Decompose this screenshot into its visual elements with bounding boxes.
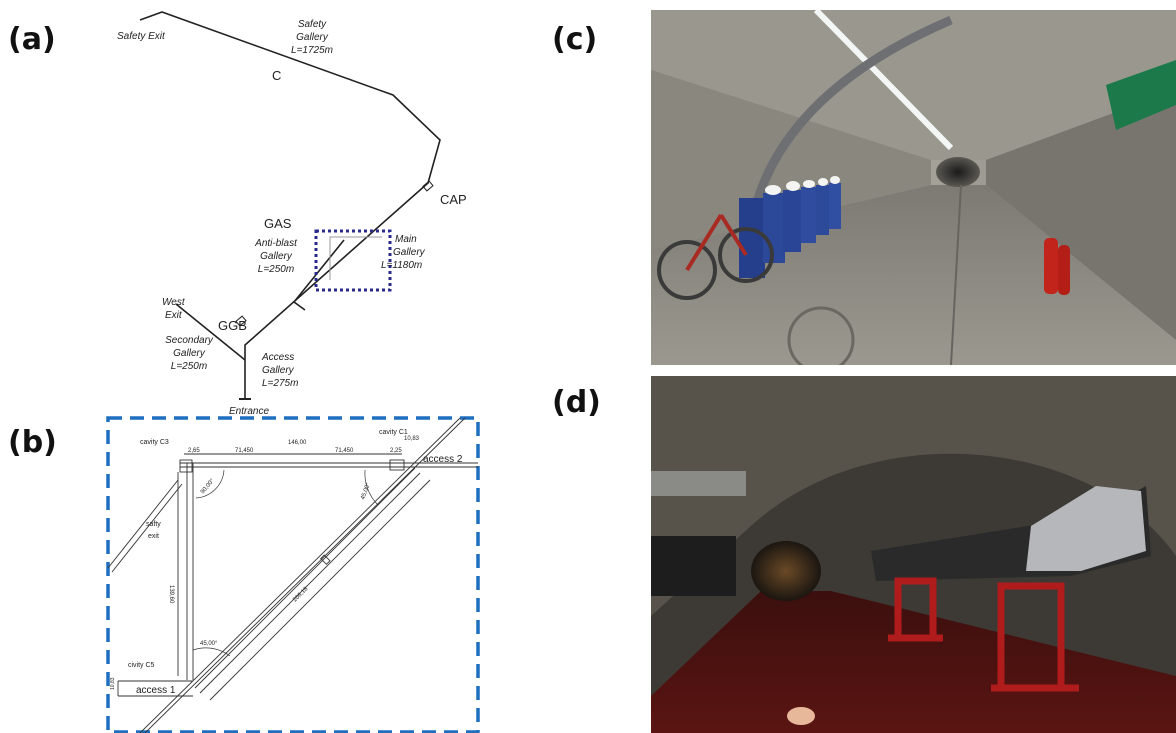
west-exit-label-2: Exit <box>165 310 183 321</box>
dim-vertical: 139,60 <box>168 585 174 604</box>
dim-top-total: 146,00 <box>288 440 307 446</box>
dim-access1: 10,83 <box>110 677 116 690</box>
arc-bottom <box>192 647 231 657</box>
photo-c-manhole <box>787 306 855 365</box>
main-gallery-label-3: L=1180m <box>381 260 422 271</box>
zoom-box-inner <box>329 236 382 280</box>
ggb-marker <box>235 315 247 327</box>
antiblast-label-3: L=250m <box>258 264 294 275</box>
cavity-c1-label: cavity C1 <box>379 429 408 436</box>
cavity-c1-box <box>389 459 405 471</box>
safety-exit-diag-a <box>107 479 179 569</box>
photo-c-vault <box>651 10 1176 160</box>
photo-c-left-wall <box>651 70 931 250</box>
gallery-map: Safety Exit Safety Gallery L=1725m C CAP… <box>117 11 467 417</box>
antiblast-stub <box>293 301 306 311</box>
angle-top-right: 45,00° <box>360 482 372 501</box>
safety-exit-label: Safety Exit <box>117 31 166 42</box>
secondary-gallery-line <box>175 303 246 361</box>
tunnel-photo-d <box>651 376 1176 733</box>
angle-bottom: 45,00° <box>200 641 218 647</box>
safty-exit-label-1: safty <box>146 521 161 528</box>
safety-gallery-label-3: L=1725m <box>291 45 333 56</box>
diag-tunnel-b <box>199 472 421 694</box>
access-gallery-label-3: L=275m <box>262 378 298 389</box>
photo-c-helmets <box>765 176 840 195</box>
photo-d-foil-wrap <box>1026 486 1146 571</box>
mid-marker <box>320 554 331 565</box>
photo-c-exit-sign <box>1106 60 1176 130</box>
photo-c-light-strip <box>813 10 954 151</box>
safty-exit-label-2: exit <box>148 533 159 540</box>
access-2-label: access 2 <box>423 454 463 465</box>
photo-c-walkway <box>950 184 962 365</box>
photo-c-tunnel-end <box>936 157 980 187</box>
photo-d-floor <box>651 591 1176 733</box>
secondary-gallery-label-1: Secondary <box>165 335 214 346</box>
secondary-gallery-label-3: L=250m <box>171 361 207 372</box>
dim-top-right: 71,450 <box>335 448 354 454</box>
main-gallery-label-2: Gallery <box>393 247 426 258</box>
photo-d-vault <box>651 376 1176 616</box>
cavity-c3-label: cavity C3 <box>140 439 169 446</box>
antiblast-label-2: Gallery <box>260 251 293 262</box>
ggb-label: GGB <box>218 318 247 333</box>
gas-label: GAS <box>264 216 292 231</box>
access-gallery-label-2: Gallery <box>262 365 295 376</box>
safety-gallery-line <box>139 11 441 398</box>
panel-label-b: (b) <box>8 425 57 460</box>
safety-exit-diag-b <box>111 483 183 573</box>
photo-d-cable-trays <box>651 471 746 596</box>
dim-right-small: 2,25 <box>390 448 402 454</box>
c-label: C <box>272 68 281 83</box>
gallery-lines <box>139 11 441 398</box>
entrance-label: Entrance <box>229 406 269 417</box>
photo-c-bicycle <box>657 213 774 300</box>
dim-line-diagonal <box>209 479 431 701</box>
photo-d-hand <box>787 707 815 725</box>
plan-tunnels <box>107 417 478 733</box>
zoom-box <box>314 229 392 292</box>
antiblast-gallery-line <box>293 239 345 303</box>
cap-label: CAP <box>440 192 467 207</box>
dim-c1: 10,83 <box>404 436 420 442</box>
diag-tunnel-a <box>194 467 416 689</box>
outer-diag-a <box>139 417 461 733</box>
arc-top-right <box>364 469 379 506</box>
dim-top-left: 71,450 <box>235 448 254 454</box>
antiblast-label-1: Anti-blast <box>254 238 298 249</box>
tunnel-plan: cavity C3 cavity C1 10,83 146,00 71,450 … <box>106 416 480 733</box>
panel-label-c: (c) <box>552 22 598 57</box>
access-1-label: access 1 <box>136 685 176 696</box>
plan-frame <box>106 416 480 733</box>
tunnel-photo-c <box>651 10 1176 365</box>
angle-top-left: 90,00° <box>200 478 216 496</box>
secondary-gallery-label-2: Gallery <box>173 348 206 359</box>
panel-label-a: (a) <box>8 22 56 57</box>
photo-d-tunnel-end <box>751 541 821 601</box>
cavity-c3-box <box>179 459 193 473</box>
safety-gallery-label-1: Safety <box>298 19 327 30</box>
panel-label-d: (d) <box>552 385 601 420</box>
west-exit-label-1: West <box>162 297 186 308</box>
access-gallery-label-1: Access <box>261 352 294 363</box>
safety-gallery-label-2: Gallery <box>296 32 329 43</box>
dim-left-small: 2,65 <box>188 448 200 454</box>
photo-c-extinguishers <box>1044 238 1070 295</box>
arc-top-left <box>195 469 225 499</box>
cap-marker <box>422 180 434 192</box>
photo-c-blue-cabinets <box>739 183 841 278</box>
main-gallery-label-1: Main <box>395 234 417 245</box>
photo-c-right-wall <box>986 90 1176 340</box>
civity-c5-label: civity C5 <box>128 662 155 669</box>
outer-diag-b <box>144 417 466 733</box>
photo-d-red-stands <box>888 577 1079 692</box>
